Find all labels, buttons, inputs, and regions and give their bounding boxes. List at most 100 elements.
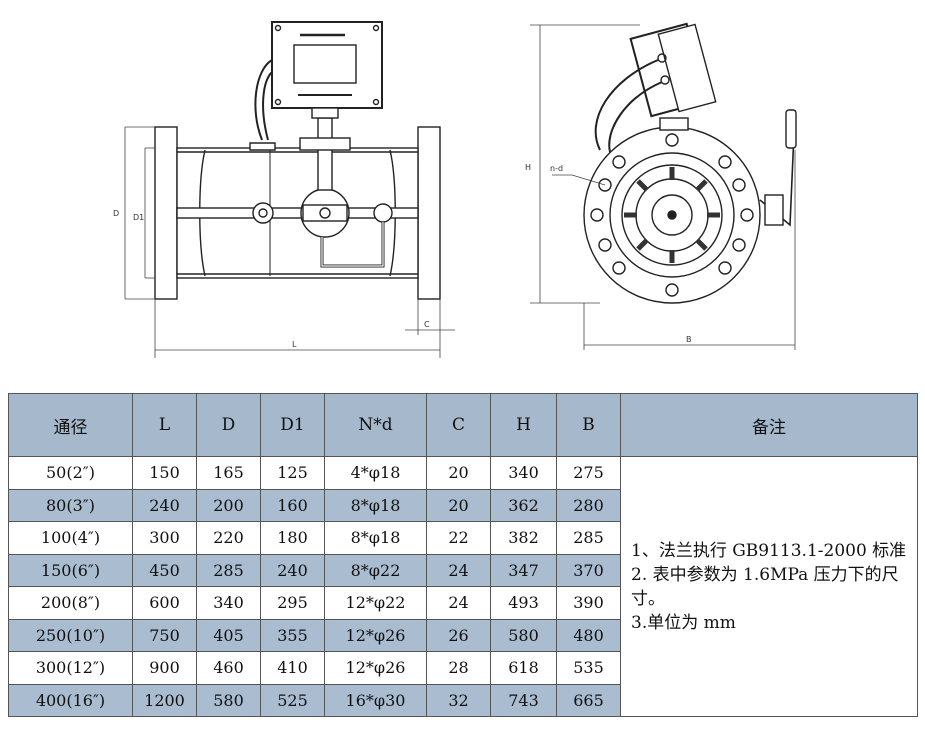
table-cell: 8*φ18 [324, 521, 427, 555]
table-cell: 20 [426, 488, 491, 522]
table-cell: 24 [426, 553, 491, 587]
header-cell: D1 [260, 393, 325, 457]
table-cell: 390 [556, 586, 621, 620]
table-cell: 100(4″) [8, 521, 133, 555]
header-cell: B [556, 393, 621, 457]
table-cell: 525 [260, 683, 325, 717]
left-flange [154, 126, 178, 300]
table-cell: 8*φ18 [324, 488, 427, 522]
side-view [583, 22, 797, 304]
table-cell: 20 [426, 456, 491, 490]
dim-label-l: L [292, 340, 297, 349]
dim-label-c: C [424, 320, 430, 329]
table-cell: 460 [196, 651, 261, 685]
table-cell: 285 [196, 553, 261, 587]
table-cell: 12*φ26 [324, 651, 427, 685]
note-line: 3.单位为 mm [631, 612, 736, 633]
table-cell: 250(10″) [8, 618, 133, 652]
table-cell: 28 [426, 651, 491, 685]
table-cell: 410 [260, 651, 325, 685]
header-cell: C [426, 393, 491, 457]
table-cell: 4*φ18 [324, 456, 427, 490]
right-flange [417, 126, 441, 300]
table-cell: 32 [426, 683, 491, 717]
table-cell: 16*φ30 [324, 683, 427, 717]
table-cell: 300(12″) [8, 651, 133, 685]
dim-label-d1: D1 [133, 213, 144, 222]
dim-label-h: H [525, 163, 531, 172]
technical-drawing: D D1 C L [113, 21, 797, 358]
table-cell: 240 [132, 488, 197, 522]
table-cell: 285 [556, 521, 621, 555]
table-cell: 340 [196, 586, 261, 620]
table-cell: 150(6″) [8, 553, 133, 587]
table-cell: 280 [556, 488, 621, 522]
dim-label-nd: n-d [550, 164, 563, 173]
note-line: 1、法兰执行 GB9113.1-2000 标准 [631, 540, 907, 561]
table-cell: 743 [490, 683, 557, 717]
table-cell: 160 [260, 488, 325, 522]
table-cell: 347 [490, 553, 557, 587]
dim-label-d: D [113, 209, 119, 218]
table-header-row: 通径 L D D1 N*d C H B 备注 [8, 393, 918, 457]
header-cell: 通径 [8, 393, 133, 457]
front-dimensions [124, 126, 455, 358]
table-cell: 80(3″) [8, 488, 133, 522]
table-cell: 1200 [132, 683, 197, 717]
table-cell: 8*φ22 [324, 553, 427, 587]
table-cell: 370 [556, 553, 621, 587]
table-cell: 180 [260, 521, 325, 555]
table-cell: 12*φ26 [324, 618, 427, 652]
table-cell: 405 [196, 618, 261, 652]
table-cell: 295 [260, 586, 325, 620]
dim-label-b: B [686, 335, 692, 344]
table-cell: 150 [132, 456, 197, 490]
table-cell: 355 [260, 618, 325, 652]
table-cell: 200 [196, 488, 261, 522]
table-cell: 200(8″) [8, 586, 133, 620]
table-cell: 580 [490, 618, 557, 652]
note-line: 2. 表中参数为 1.6MPa 压力下的尺寸。 [631, 564, 899, 609]
table-cell: 165 [196, 456, 261, 490]
table-cell: 26 [426, 618, 491, 652]
table-cell: 600 [132, 586, 197, 620]
table-cell: 125 [260, 456, 325, 490]
table-cell: 618 [490, 651, 557, 685]
table-cell: 450 [132, 553, 197, 587]
table-cell: 665 [556, 683, 621, 717]
header-cell: D [196, 393, 261, 457]
table-cell: 220 [196, 521, 261, 555]
table-cell: 480 [556, 618, 621, 652]
table-cell: 22 [426, 521, 491, 555]
table-cell: 580 [196, 683, 261, 717]
table-cell: 12*φ22 [324, 586, 427, 620]
table-cell: 24 [426, 586, 491, 620]
notes-cell: 1、法兰执行 GB9113.1-2000 标准 2. 表中参数为 1.6MPa 压… [620, 456, 918, 717]
table-cell: 240 [260, 553, 325, 587]
side-dimensions [530, 24, 796, 350]
header-cell-notes: 备注 [620, 393, 918, 457]
table-cell: 275 [556, 456, 621, 490]
table-cell: 535 [556, 651, 621, 685]
header-cell: L [132, 393, 197, 457]
table-cell: 340 [490, 456, 557, 490]
header-cell: N*d [324, 393, 427, 457]
table-cell: 362 [490, 488, 557, 522]
table-cell: 400(16″) [8, 683, 133, 717]
header-cell: H [490, 393, 557, 457]
table-cell: 900 [132, 651, 197, 685]
table-cell: 382 [490, 521, 557, 555]
table-cell: 750 [132, 618, 197, 652]
table-cell: 300 [132, 521, 197, 555]
table-cell: 50(2″) [8, 456, 133, 490]
front-view [154, 21, 441, 300]
